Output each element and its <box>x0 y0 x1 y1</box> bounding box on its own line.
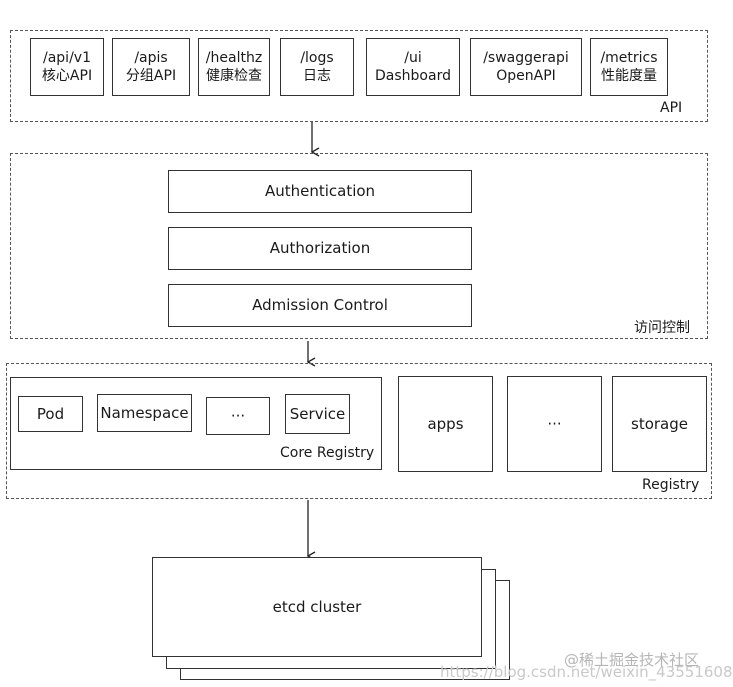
endpoint-api-v1: /api/v1 核心API <box>30 38 104 96</box>
watermark-brand: @稀土掘金技术社区 <box>564 651 700 669</box>
endpoint-healthz: /healthz 健康检查 <box>198 38 270 96</box>
endpoint-desc: 日志 <box>303 68 331 84</box>
access-control-label: 访问控制 <box>634 320 690 336</box>
registry-group-storage: storage <box>612 376 707 472</box>
endpoint-desc: 分组API <box>125 68 177 84</box>
etcd-cluster: etcd cluster <box>152 557 482 657</box>
endpoint-swaggerapi: /swaggerapi OpenAPI <box>470 38 582 96</box>
endpoint-ui: /ui Dashboard <box>366 38 460 96</box>
core-item-pod: Pod <box>18 396 83 432</box>
endpoint-desc: 健康检查 <box>206 68 262 84</box>
endpoint-path: /apis <box>134 49 168 66</box>
endpoint-desc: Dashboard <box>375 68 451 84</box>
watermark-url: https://blog.csdn.net/weixin_43551608 <box>440 663 733 681</box>
endpoint-path: /swaggerapi <box>483 49 569 66</box>
admission-control-step: Admission Control <box>168 284 472 327</box>
core-item-namespace: Namespace <box>97 394 192 432</box>
authorization-step: Authorization <box>168 227 472 270</box>
core-item-service: Service <box>285 394 350 434</box>
registry-label: Registry <box>642 477 700 493</box>
endpoint-desc: 核心API <box>41 68 93 84</box>
endpoint-desc: OpenAPI <box>496 68 556 84</box>
endpoint-desc: 性能度量 <box>601 68 657 84</box>
access-control-layer <box>10 153 708 339</box>
endpoint-apis: /apis 分组API <box>112 38 190 96</box>
endpoint-path: /api/v1 <box>43 49 91 66</box>
registry-group-ellipsis: ··· <box>507 376 602 472</box>
authentication-step: Authentication <box>168 170 472 213</box>
endpoint-path: /healthz <box>205 49 263 66</box>
api-layer <box>10 30 708 122</box>
core-registry-label: Core Registry <box>280 445 375 461</box>
endpoint-metrics: /metrics 性能度量 <box>590 38 668 96</box>
endpoint-logs: /logs 日志 <box>280 38 354 96</box>
endpoint-path: /logs <box>300 49 334 66</box>
core-item-ellipsis: ··· <box>206 397 270 435</box>
endpoint-path: /ui <box>404 49 422 66</box>
endpoint-path: /metrics <box>600 49 658 66</box>
registry-layer <box>6 363 712 499</box>
api-layer-label: API <box>660 100 683 116</box>
registry-group-apps: apps <box>398 376 493 472</box>
